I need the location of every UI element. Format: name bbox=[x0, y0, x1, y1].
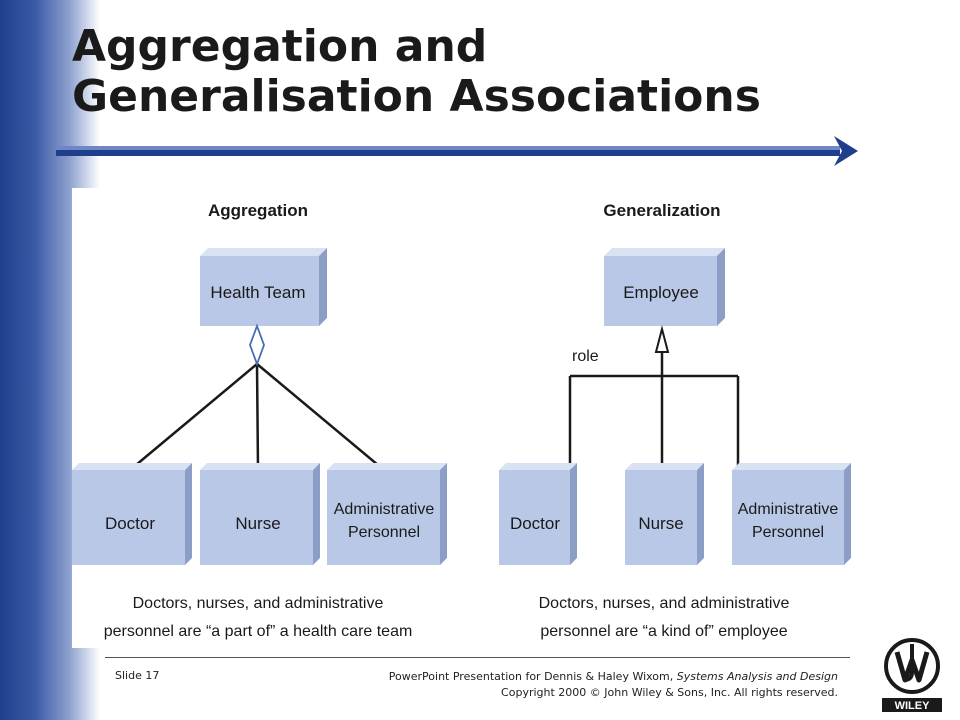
wiley-logo-icon: WILEY bbox=[882, 638, 942, 712]
association-diagram: Aggregation Health Team Doctor Nurse bbox=[72, 188, 856, 648]
aggregation-link-admin bbox=[256, 363, 385, 471]
credit-book-title: Systems Analysis and Design bbox=[676, 670, 838, 683]
aggregation-nurse-label: Nurse bbox=[235, 514, 280, 533]
generalization-child-doctor: Doctor bbox=[499, 463, 577, 565]
aggregation-child-admin: Administrative Personnel bbox=[327, 463, 447, 565]
credit-line: PowerPoint Presentation for Dennis & Hal… bbox=[389, 669, 838, 685]
slide-number: Slide 17 bbox=[115, 669, 160, 682]
generalization-admin-label-1: Administrative bbox=[738, 501, 839, 518]
aggregation-link-doctor bbox=[129, 363, 258, 471]
aggregation-child-nurse: Nurse bbox=[200, 463, 320, 565]
aggregation-admin-label-2: Personnel bbox=[348, 524, 420, 541]
aggregation-heading: Aggregation bbox=[208, 201, 308, 220]
role-label: role bbox=[572, 348, 599, 365]
health-team-box: Health Team bbox=[200, 248, 327, 326]
generalization-triangle-icon bbox=[654, 325, 670, 353]
aggregation-child-doctor: Doctor bbox=[72, 463, 192, 565]
wiley-logo-text: WILEY bbox=[895, 700, 930, 712]
health-team-label: Health Team bbox=[210, 283, 305, 302]
aggregation-caption-line-2: personnel are “a part of” a health care … bbox=[104, 623, 413, 640]
credit-prefix: PowerPoint Presentation for Dennis & Hal… bbox=[388, 670, 677, 683]
generalization-heading: Generalization bbox=[603, 201, 720, 220]
slide-title: Aggregation and Generalisation Associati… bbox=[72, 22, 761, 122]
aggregation-admin-label-1: Administrative bbox=[334, 501, 435, 518]
footer-credits: PowerPoint Presentation for Dennis & Hal… bbox=[389, 669, 838, 701]
aggregation-doctor-label: Doctor bbox=[105, 514, 155, 533]
title-line-2: Generalisation Associations bbox=[72, 71, 761, 122]
aggregation-diamond-icon bbox=[249, 323, 265, 367]
generalization-child-admin: Administrative Personnel bbox=[732, 463, 851, 565]
footer-divider bbox=[105, 657, 850, 658]
title-line-1: Aggregation and bbox=[72, 21, 488, 72]
generalization-caption-line-1: Doctors, nurses, and administrative bbox=[539, 595, 790, 612]
generalization-doctor-label: Doctor bbox=[510, 514, 560, 533]
generalization-caption-line-2: personnel are “a kind of” employee bbox=[540, 623, 787, 640]
employee-box: Employee bbox=[604, 248, 725, 326]
generalization-nurse-label: Nurse bbox=[638, 514, 683, 533]
aggregation-caption-line-1: Doctors, nurses, and administrative bbox=[133, 595, 384, 612]
copyright-line: Copyright 2000 © John Wiley & Sons, Inc.… bbox=[501, 686, 838, 699]
aggregation-link-nurse bbox=[255, 363, 260, 471]
generalization-child-nurse: Nurse bbox=[625, 463, 704, 565]
generalization-admin-label-2: Personnel bbox=[752, 524, 824, 541]
employee-label: Employee bbox=[623, 283, 699, 302]
title-underline-arrow-icon bbox=[56, 136, 858, 166]
